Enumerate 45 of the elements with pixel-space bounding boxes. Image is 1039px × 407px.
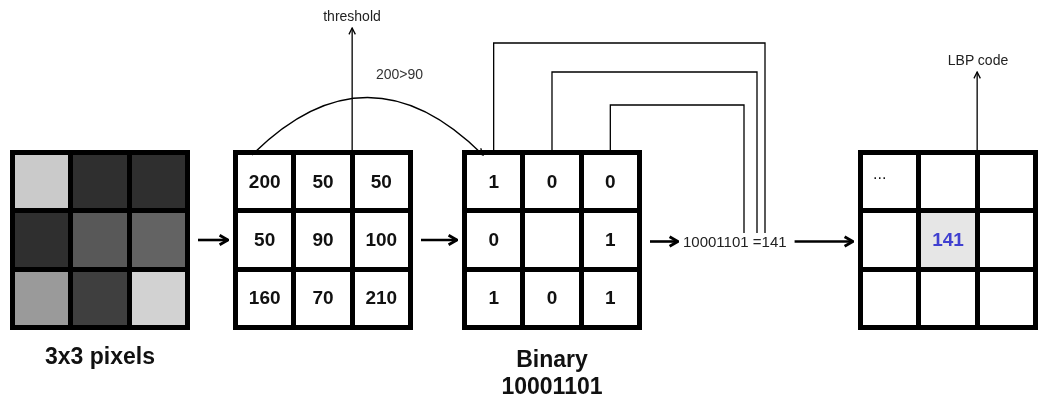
- arrow: [251, 96, 484, 156]
- lbp-cell: [979, 155, 1033, 209]
- lbp-cell: [863, 271, 917, 325]
- pixel-value-cell: 210: [354, 271, 408, 325]
- pixel-value-cell: 50: [296, 155, 350, 209]
- grid-frame: [858, 150, 1038, 330]
- pixel-value-cell: 100: [354, 213, 408, 267]
- flow-arrow: [421, 233, 459, 247]
- lbp-cell: [979, 271, 1033, 325]
- connector-line: [551, 71, 758, 234]
- binary-bit-cell: 1: [583, 213, 637, 267]
- flow-arrow: [794, 235, 855, 248]
- pixel-value-cell: 90: [296, 213, 350, 267]
- pixel-value-cell: 200: [238, 155, 292, 209]
- binary-bit-cell: 0: [525, 271, 579, 325]
- connector-line: [493, 42, 766, 234]
- pixel-value-cell: 70: [296, 271, 350, 325]
- binary-bit-cell: 1: [467, 155, 521, 209]
- annotation-label: LBP code: [947, 52, 1009, 68]
- binary-bit-cell: 1: [583, 271, 637, 325]
- lbp-cell: [979, 213, 1033, 267]
- pixel-value-cell: 160: [238, 271, 292, 325]
- grid-frame: [233, 150, 413, 330]
- grid-caption: Binary 10001101: [500, 346, 604, 400]
- lbp-cell: 141: [921, 213, 975, 267]
- binary-bit-cell: 1: [467, 271, 521, 325]
- binary-bit-cell: 0: [525, 155, 579, 209]
- lbp-cell: [921, 271, 975, 325]
- grid-frame: [462, 150, 642, 330]
- pixel-grid-drawing: [10, 150, 190, 330]
- pixel-value-cell: 50: [354, 155, 408, 209]
- flow-arrow: [650, 235, 680, 248]
- code-label: 10001101 =141: [683, 233, 787, 250]
- lbp-cell: ...: [863, 155, 917, 209]
- grid-caption: 3x3 pixels: [44, 343, 156, 370]
- lbp-cell: [921, 155, 975, 209]
- connector-line: [609, 104, 745, 234]
- lbp-cell: [863, 213, 917, 267]
- binary-bit-cell: [525, 213, 579, 267]
- binary-bit-cell: 0: [467, 213, 521, 267]
- annotation-label: threshold: [323, 8, 381, 24]
- edge-label: 200>90: [373, 66, 426, 82]
- flow-arrow: [198, 233, 230, 247]
- binary-bit-cell: 0: [583, 155, 637, 209]
- pixel-value-cell: 50: [238, 213, 292, 267]
